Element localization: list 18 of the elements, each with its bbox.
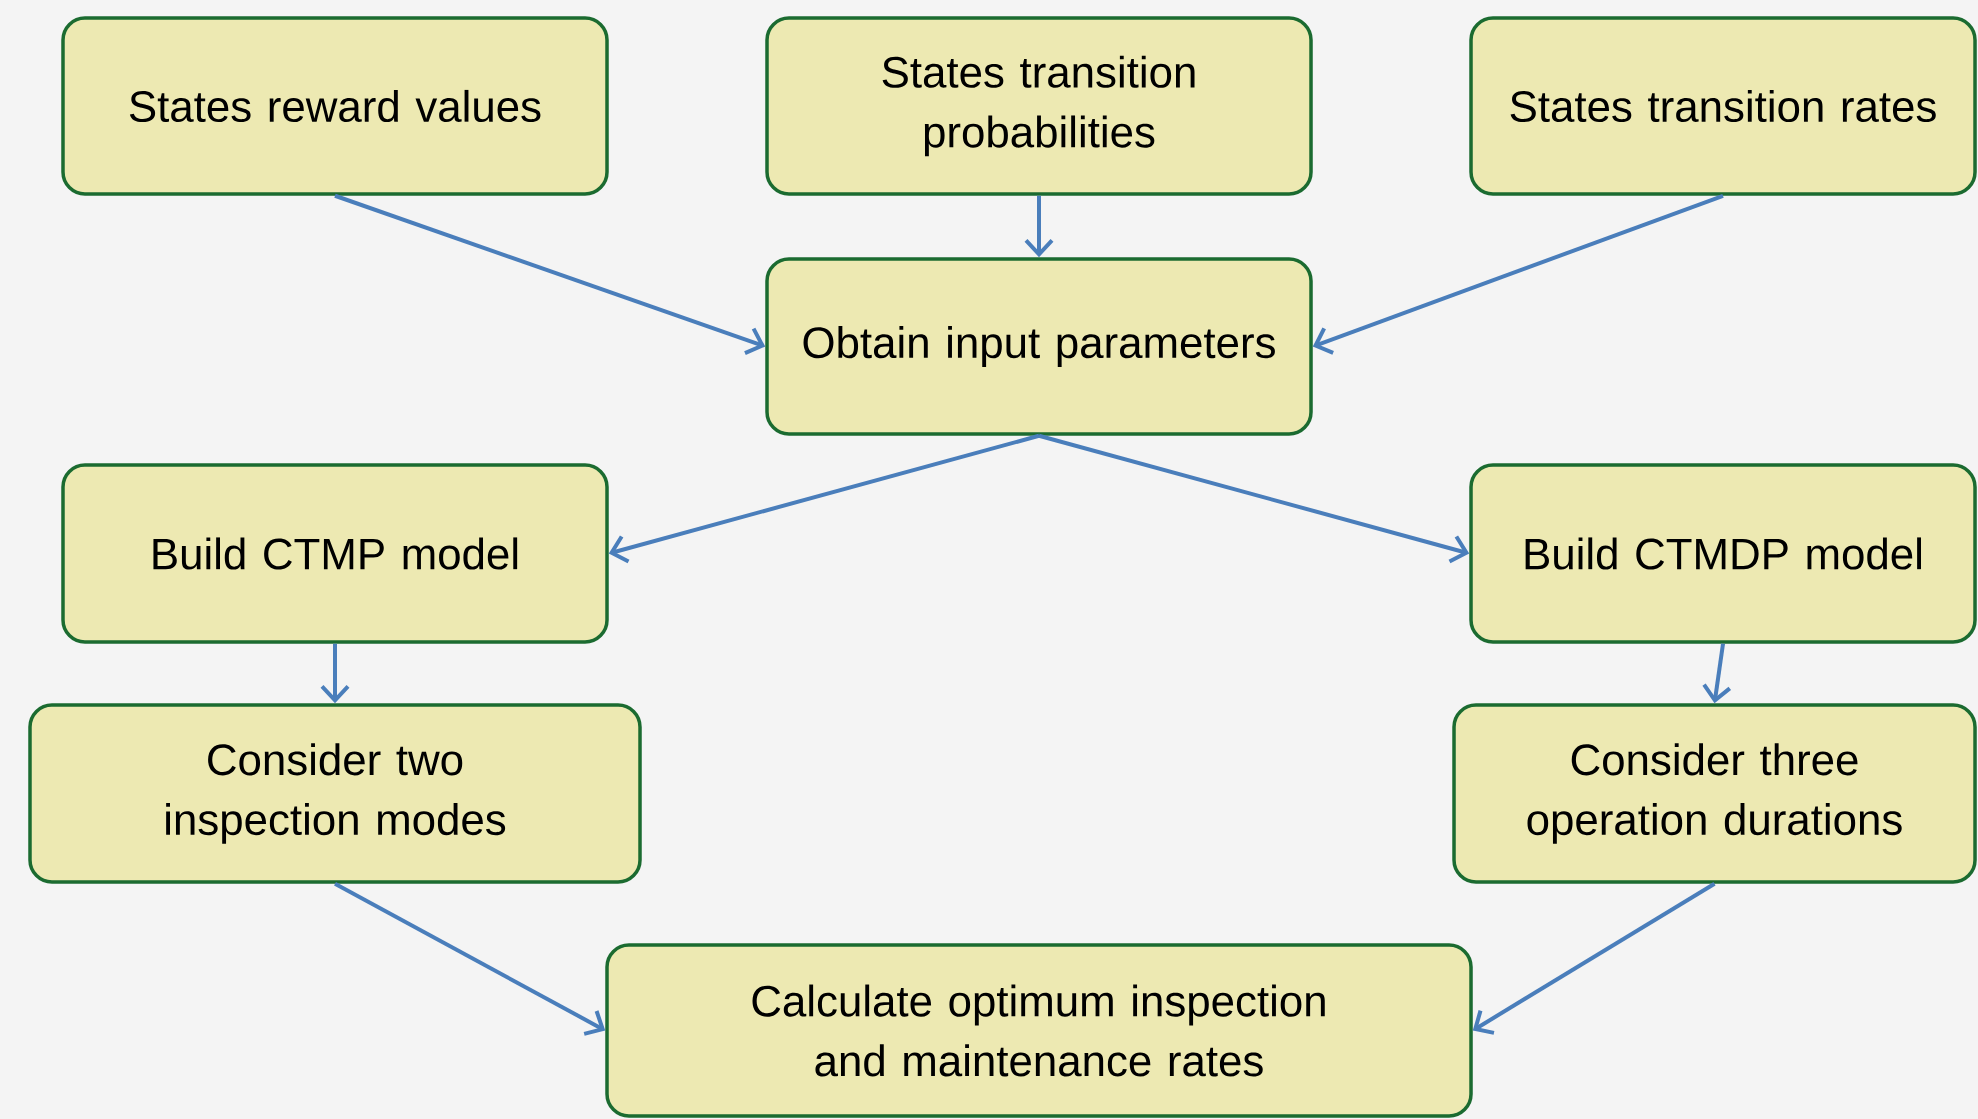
- arrow: [320, 643, 350, 704]
- arrow: [334, 193, 766, 355]
- arrow: [1312, 193, 1724, 355]
- arrow: [334, 882, 606, 1036]
- process-box: Build CTMDP model: [1469, 463, 1977, 644]
- process-box: Obtain input parameters: [765, 257, 1313, 436]
- arrow: [1702, 643, 1732, 704]
- arrow: [1472, 882, 1716, 1035]
- process-box: Consider three operation durations: [1452, 703, 1977, 884]
- process-box: States reward values: [61, 16, 609, 196]
- process-box: Build CTMP model: [61, 463, 609, 644]
- process-box: States transition rates: [1469, 16, 1977, 196]
- arrow: [1024, 195, 1054, 258]
- arrow: [608, 433, 1040, 564]
- process-box: States transition probabilities: [765, 16, 1313, 196]
- process-box: Consider two inspection modes: [28, 703, 642, 884]
- process-box: Calculate optimum inspection and maintenance rates: [605, 943, 1473, 1118]
- arrow: [1038, 433, 1470, 564]
